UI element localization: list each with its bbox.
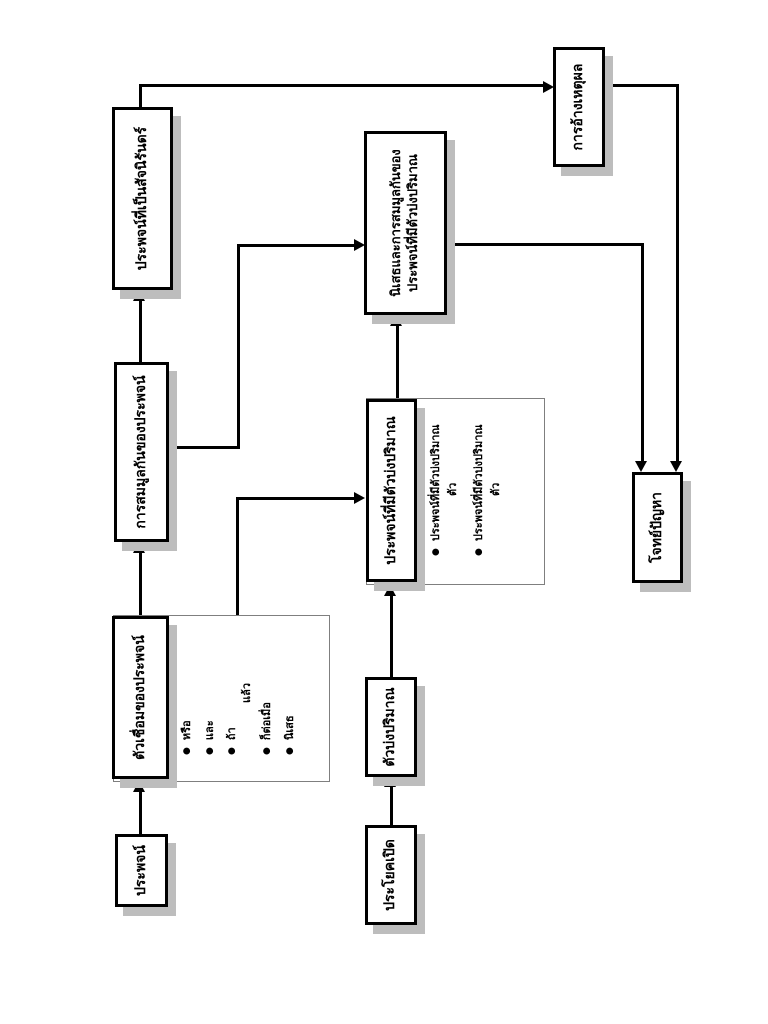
connector-reasoning-to-problems (676, 84, 679, 464)
node-open-sentence-label: ประโยคเปิด (382, 839, 399, 911)
node-problems-label: โจทย์ปัญหา (648, 491, 665, 564)
node-quantified-props: ประพจน์ที่มีตัวบ่งปริมาณ (366, 399, 417, 582)
connector-equivalence-to-negation (237, 244, 355, 247)
connector-negation-to-problems (447, 243, 644, 246)
arrowhead-down-icon (670, 461, 682, 472)
list-item: ● และ (203, 616, 218, 755)
connector-tautology-to-reasoning (139, 84, 545, 87)
connective-if: ถ้า (225, 727, 239, 741)
arrowhead-up-icon (133, 290, 145, 301)
arrowhead-up-icon (133, 781, 145, 792)
bullet-icon: ● (473, 548, 484, 556)
node-tautology-label: ประพจน์ที่เป็นสัจนิรันดร์ (133, 126, 150, 271)
node-problems: โจทย์ปัญหา (632, 472, 683, 583)
connector-quantified-to-negation (396, 325, 399, 399)
arrowhead-up-icon (384, 776, 396, 787)
bullet-icon: ● (204, 747, 215, 755)
connector-reasoning-to-problems (605, 84, 679, 87)
connective-iff: ก็ต่อเมื่อ (260, 702, 274, 741)
node-quantified-props-label: ประพจน์ที่มีตัวบ่งปริมาณ (382, 416, 399, 565)
node-connectives: ตัวเชื่อมของประพจน์ (112, 616, 169, 779)
list-item: ● ประพจน์ที่มีตัวบ่งปริมาณ ตัว (429, 399, 460, 556)
arrowhead-right-icon (354, 239, 365, 251)
connector-quantifier-to-quantified (390, 595, 393, 677)
arrowhead-up-icon (390, 315, 402, 326)
bullet-icon: ● (431, 548, 441, 556)
connective-not: นิเสธ (283, 715, 297, 741)
arrowhead-down-icon (635, 461, 647, 472)
list-item: ● หรือ (180, 616, 195, 755)
quantified-one-unit: ตัว (445, 482, 459, 496)
list-item: ● ถ้า (225, 616, 240, 755)
connective-then: แล้ว (240, 682, 254, 703)
bullet-icon: ● (262, 747, 273, 755)
bullet-icon: ● (285, 747, 296, 755)
connector-equivalence-to-negation (169, 446, 240, 449)
node-equivalence: การสมมูลกันของประพจน์ (114, 362, 169, 542)
arrowhead-right-icon (354, 492, 365, 504)
quantified-two-label: ประพจน์ที่มีตัวบ่งปริมาณ (471, 424, 485, 542)
node-negation-line2: ประพจน์ที่มีตัวบ่งปริมาณ (405, 154, 421, 292)
node-proposition: ประพจน์ (115, 834, 168, 907)
node-equivalence-label: การสมมูลกันของประพจน์ (132, 375, 149, 529)
connector-tautology-to-reasoning (139, 85, 142, 107)
connector-connectives-to-quantified (236, 498, 239, 615)
connector-equivalence-to-tautology (139, 299, 142, 362)
node-proposition-label: ประพจน์ (132, 845, 149, 896)
node-negation-equivalence-quantified: นิเสธและการสมมูลกันของ ประพจน์ที่มีตัวบ่… (364, 131, 447, 315)
node-open-sentence: ประโยคเปิด (365, 825, 417, 925)
node-tautology: ประพจน์ที่เป็นสัจนิรันดร์ (112, 107, 173, 290)
connector-negation-to-problems (641, 243, 644, 464)
node-negation-line1: นิเสธและการสมมูลกันของ (389, 149, 405, 297)
arrowhead-up-icon (133, 542, 145, 553)
node-reasoning-label: การอ้างเหตุผล (570, 63, 587, 151)
bullet-icon: ● (227, 747, 238, 755)
quantified-one-label: ประพจน์ที่มีตัวบ่งปริมาณ (429, 424, 442, 542)
quantified-two-unit: ตัว (488, 482, 502, 496)
list-item: ● ประพจน์ที่มีตัวบ่งปริมาณ ตัว (472, 399, 503, 556)
arrowhead-up-icon (384, 585, 396, 596)
connector-proposition-to-connectives (139, 790, 142, 834)
bullet-icon: ● (182, 747, 192, 755)
list-item: ● ก็ต่อเมื่อ (260, 616, 275, 755)
connector-opensentence-to-quantifier (390, 786, 393, 825)
connective-or: หรือ (180, 720, 193, 741)
connector-connectives-to-equivalence (139, 551, 142, 616)
connector-connectives-to-quantified (236, 497, 355, 500)
connector-equivalence-to-negation (237, 246, 240, 449)
node-reasoning: การอ้างเหตุผล (553, 47, 605, 167)
node-quantifier-label: ตัวบ่งปริมาณ (382, 687, 399, 767)
arrowhead-right-icon (543, 81, 554, 93)
list-item: ● นิเสธ (283, 616, 298, 755)
node-quantifier: ตัวบ่งปริมาณ (365, 677, 417, 777)
node-connectives-label: ตัวเชื่อมของประพจน์ (131, 635, 148, 760)
connective-and: และ (202, 720, 216, 741)
